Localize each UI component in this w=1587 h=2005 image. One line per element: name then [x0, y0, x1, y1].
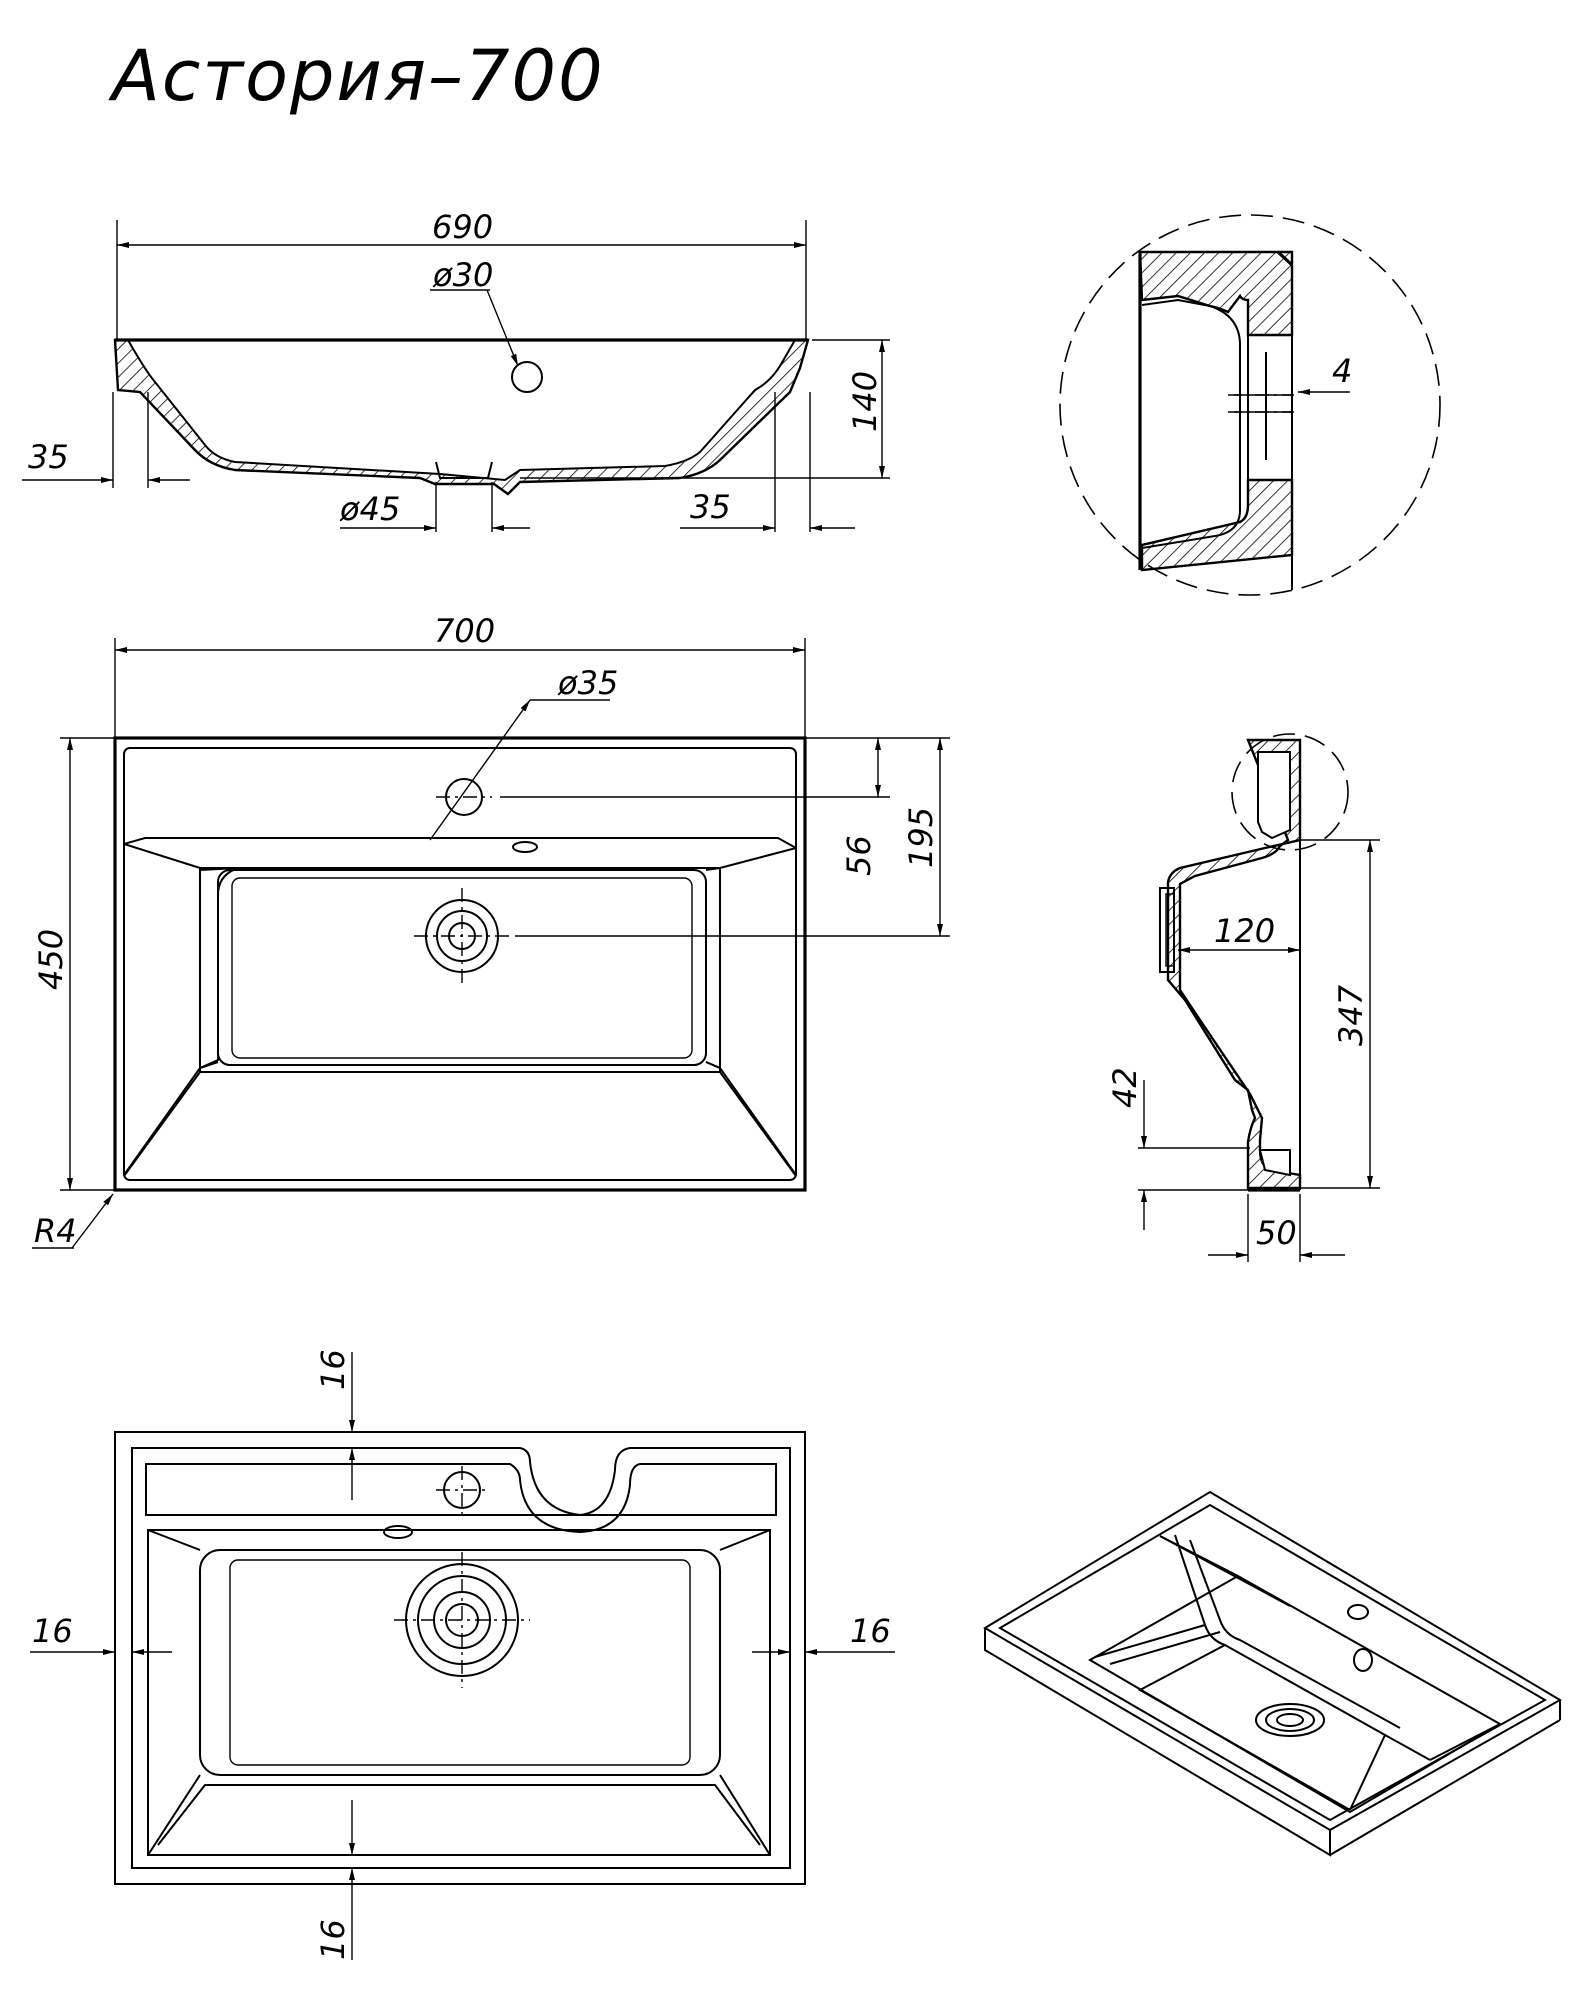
top-width-label: 700 — [434, 612, 495, 650]
section-height-label: 140 — [846, 371, 884, 432]
corner-radius-label: R4 — [34, 1212, 77, 1250]
iso-drain — [1255, 1703, 1325, 1737]
bottom-bottom-margin-label: 16 — [314, 1919, 352, 1960]
top-view: ø35 700 450 56 195 R4 — [32, 612, 950, 1250]
bottom-top-margin-label: 16 — [314, 1349, 352, 1390]
detail-view: 4 — [1059, 214, 1441, 596]
section-width-label: 690 — [432, 208, 493, 246]
left-offset-label: 35 — [28, 438, 69, 476]
side-depth-label: 120 — [1214, 912, 1275, 950]
drawing-title: Астория–700 — [108, 35, 605, 117]
side-base-label: 50 — [1256, 1214, 1297, 1252]
overflow-hole — [511, 361, 543, 393]
detail-gap-label: 4 — [1332, 352, 1352, 390]
isometric-view — [983, 1490, 1562, 1857]
drain-dia-label: ø45 — [339, 490, 400, 528]
iso-overflow — [1353, 1648, 1373, 1672]
bottom-view: 16 16 16 16 — [30, 1349, 895, 1960]
overflow-slot — [512, 841, 538, 853]
right-offset-label: 35 — [690, 488, 731, 526]
top-depth-label: 450 — [32, 929, 70, 990]
front-section-view: ø30 690 140 35 ø45 35 — [22, 208, 890, 532]
bottom-right-margin-label: 16 — [850, 1612, 891, 1650]
side-height-label: 347 — [1332, 984, 1370, 1046]
tap-offset-label: 56 — [840, 835, 878, 876]
tap-hole-dia-label: ø35 — [557, 664, 618, 702]
overflow-dia-label: ø30 — [432, 256, 493, 294]
side-section-view: 120 347 42 50 — [1106, 733, 1380, 1262]
bottom-left-margin-label: 16 — [32, 1612, 73, 1650]
side-rim-label: 42 — [1106, 1067, 1144, 1108]
drain-offset-label: 195 — [902, 807, 940, 868]
iso-tap-hole — [1347, 1604, 1369, 1620]
